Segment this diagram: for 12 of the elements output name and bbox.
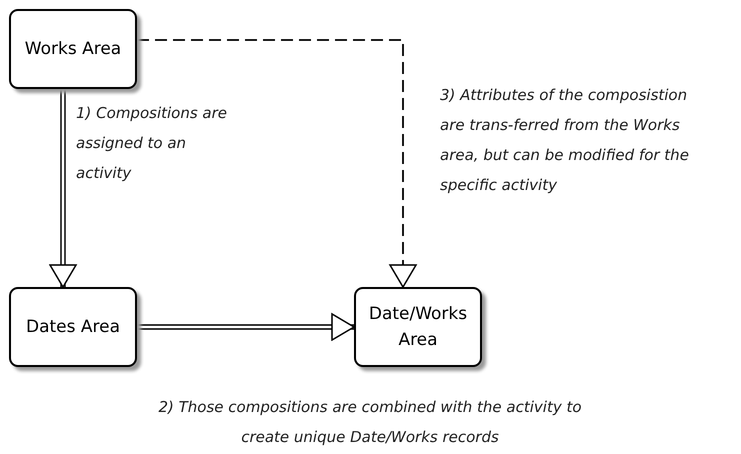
edge-label: 3) Attributes of the composistion are trans-ferred from the Works area, but can be modified for the specific activity [440,85,690,196]
box-label: Date/Works Area [368,303,468,352]
box-label: Dates Area [24,316,121,339]
double-line-arrow [49,88,77,288]
rounded-box [9,287,137,367]
edge-label: 2) Those compositions are combined with the activity to create unique Date/Works records [157,397,583,448]
box-label: Works Area [24,38,122,61]
rounded-box [354,287,482,367]
edge-label: 1) Compositions are assigned to an activity [76,103,228,184]
dashed-arrow [137,39,417,288]
rounded-box [9,9,137,89]
double-line-arrow [136,313,355,341]
